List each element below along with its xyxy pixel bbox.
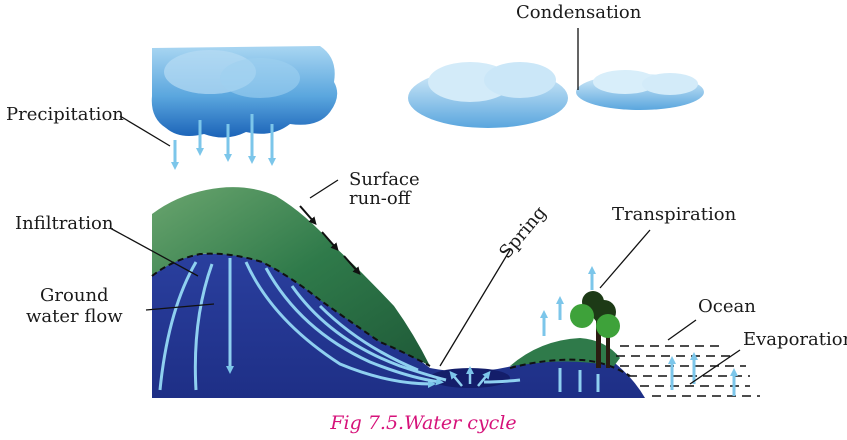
label-ground-water-flow: Ground water flow [26,285,123,327]
condensation-cloud-right [576,70,704,110]
label-infiltration: Infiltration [15,213,114,234]
label-surface-runoff: Surface run-off [349,169,420,209]
label-transpiration: Transpiration [612,204,737,225]
hill-boundary-dashed [151,252,431,367]
transpiration-arrows [540,266,596,336]
hill [152,187,430,366]
tree [570,291,620,368]
condensation-cloud-left [408,62,568,128]
figure-caption: Fig 7.5.Water cycle [330,412,517,434]
label-evaporation: Evaporation [743,329,847,350]
small-hill-boundary [509,358,631,377]
evaporation-arrows [668,352,738,396]
leader-lines [109,28,741,385]
rain-cloud [151,46,338,138]
ground-water-flow-lines [158,258,600,392]
precipitation-arrows [171,114,276,170]
small-hill [510,338,620,366]
spring-burst-arrows [449,366,491,387]
label-precipitation: Precipitation [6,104,124,125]
ocean-waves [616,345,760,397]
label-condensation: Condensation [516,2,642,23]
label-ocean: Ocean [698,296,756,317]
runoff-arrows [299,205,361,276]
